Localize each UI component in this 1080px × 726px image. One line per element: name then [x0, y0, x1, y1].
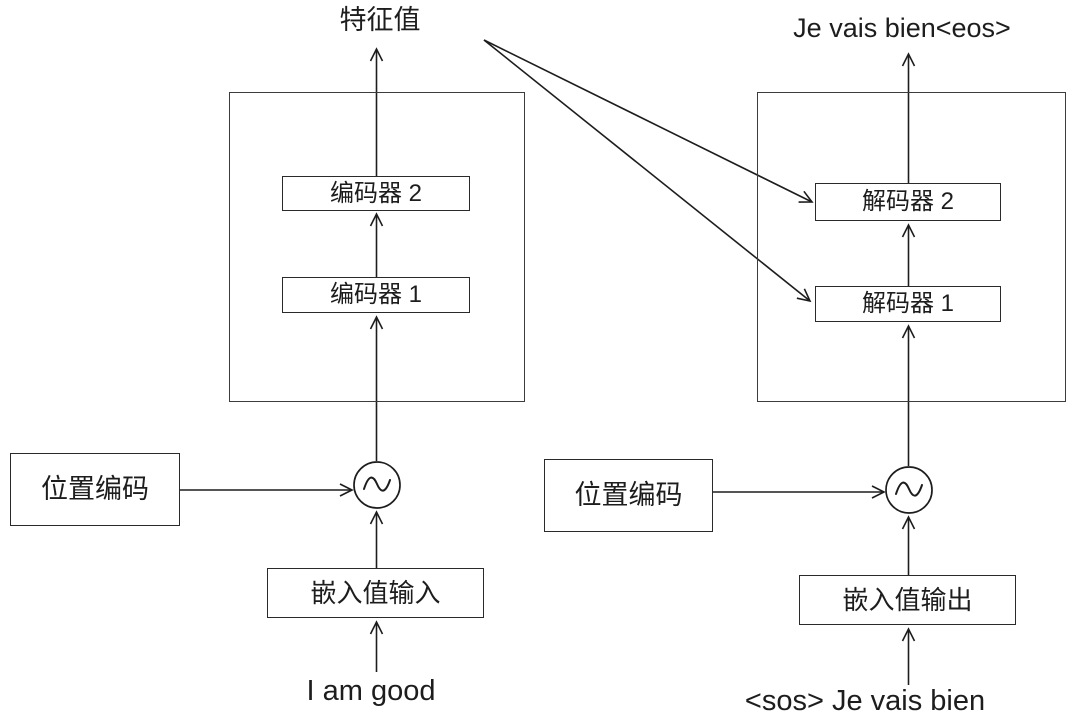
features-to-decoder1-arrow — [483, 39, 812, 303]
positional-encoding-left-label: 位置编码 — [41, 474, 149, 504]
encoder-features-label: 特征值 — [339, 5, 421, 35]
decoder-2-label: 解码器 2 — [861, 188, 954, 215]
encoder-stack-box — [229, 92, 525, 402]
embedding-output-box: 嵌入值输出 — [799, 575, 1016, 625]
encoder-2-box: 编码器 2 — [282, 176, 470, 211]
embedding-output-label: 嵌入值输出 — [842, 585, 973, 615]
decoder-input-text: <sos> Je vais bien — [744, 685, 986, 717]
decoder-1-label: 解码器 1 — [861, 290, 954, 317]
encoder-input-text: I am good — [306, 675, 436, 707]
decoder-2-box: 解码器 2 — [815, 183, 1001, 221]
encoder-2-label: 编码器 2 — [329, 179, 422, 207]
positional-encoding-left-box: 位置编码 — [10, 453, 180, 526]
encoder-1-label: 编码器 1 — [329, 281, 422, 308]
decoder-1-box: 解码器 1 — [815, 286, 1001, 322]
decoder-stack-box — [757, 92, 1066, 402]
sine-wave-icon — [363, 476, 391, 492]
encoder-1-box: 编码器 1 — [282, 277, 470, 313]
sine-wave-icon — [895, 481, 923, 497]
decoder-output-text: Je vais bien<eos> — [793, 13, 1011, 43]
positional-encoding-right-box: 位置编码 — [544, 459, 713, 532]
positional-encoding-right-label: 位置编码 — [574, 480, 683, 510]
embedding-input-box: 嵌入值输入 — [267, 568, 484, 618]
embedding-input-label: 嵌入值输入 — [310, 578, 441, 608]
